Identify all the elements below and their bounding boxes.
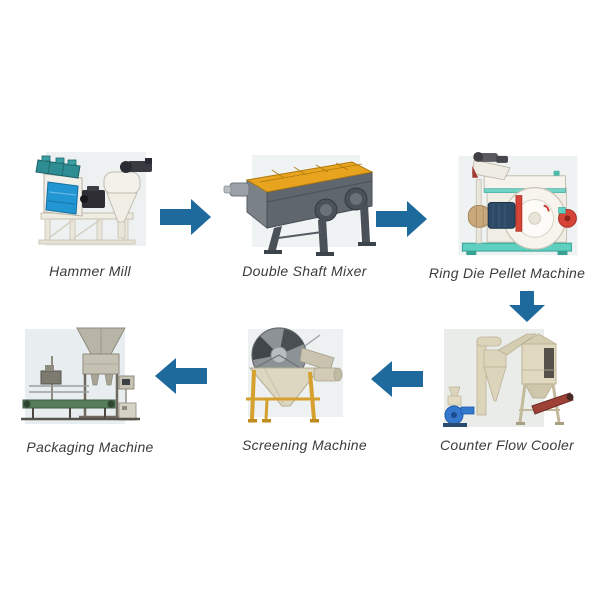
flow-arrow-right-icon [376, 201, 427, 237]
screening-machine-image [246, 327, 343, 423]
flow-arrow-left-icon [371, 361, 423, 397]
step-ring-die-pellet-machine: Ring Die Pellet Machine [428, 148, 586, 282]
flow-arrow-left-icon [155, 358, 207, 394]
ring-die-pellet-machine-image [458, 151, 578, 256]
step-double-shaft-mixer: Double Shaft Mixer [222, 150, 387, 282]
machine-label-packaging-machine: Packaging Machine [26, 439, 154, 455]
machine-label-counter-flow-cooler: Counter Flow Cooler [439, 437, 575, 453]
double-shaft-mixer-machine-image [223, 155, 376, 256]
flow-arrow-right-icon [160, 199, 211, 235]
machine-label-ring-die-pellet-machine: Ring Die Pellet Machine [428, 265, 586, 281]
flow-arrow-down-icon [509, 291, 545, 322]
machine-label-double-shaft-mixer: Double Shaft Mixer [242, 263, 367, 279]
packaging-machine-image [21, 327, 140, 424]
step-packaging-machine: Packaging Machine [15, 324, 165, 456]
counter-flow-cooler-machine-image [443, 329, 574, 427]
machine-label-screening-machine: Screening Machine [242, 437, 367, 453]
step-counter-flow-cooler: Counter Flow Cooler [432, 326, 582, 456]
step-hammer-mill: Hammer Mill [15, 148, 165, 282]
step-screening-machine: Screening Machine [222, 326, 387, 456]
hammer-mill-machine-image [34, 152, 152, 246]
machine-label-hammer-mill: Hammer Mill [49, 263, 131, 279]
